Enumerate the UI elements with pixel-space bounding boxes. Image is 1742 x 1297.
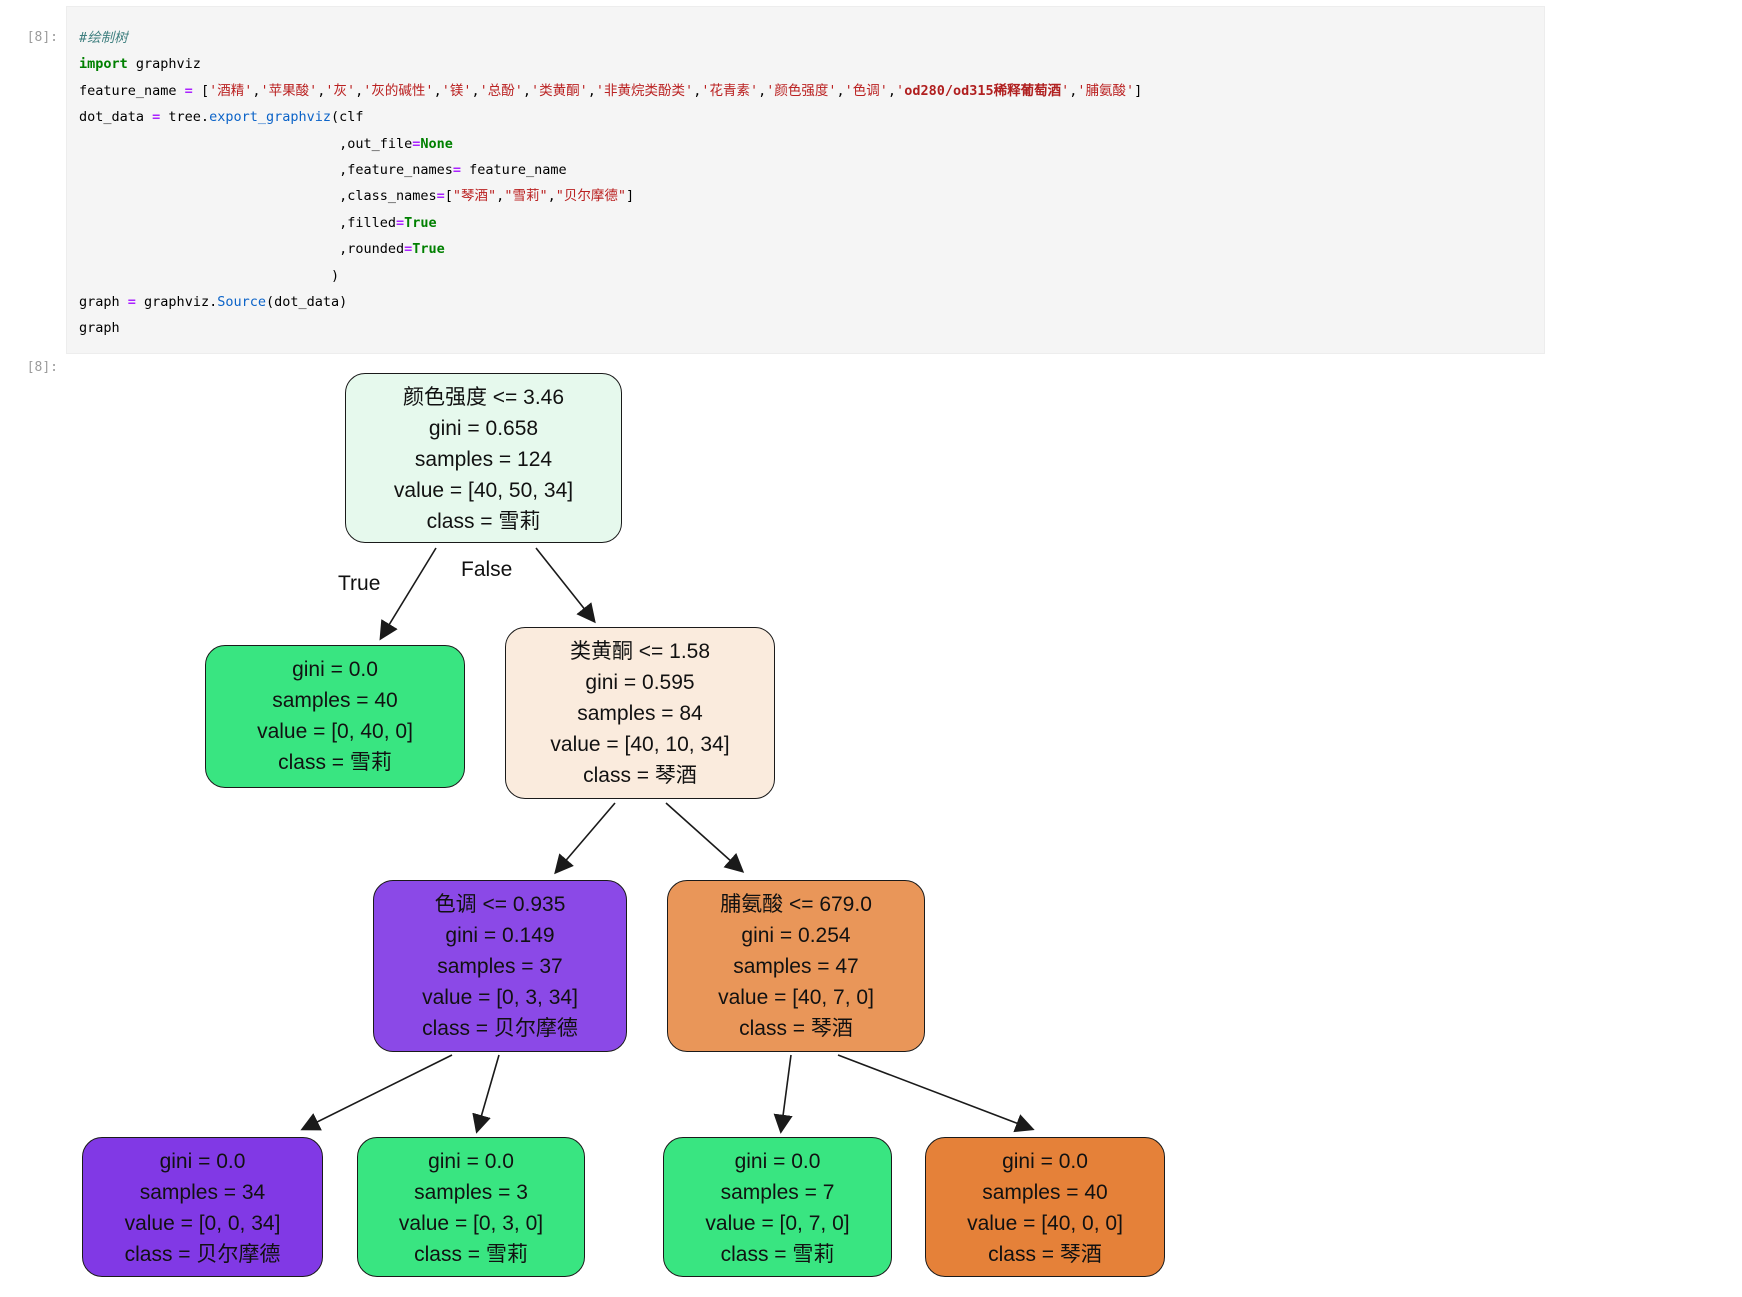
node-class: class = 雪莉 [720,1243,835,1266]
code-line-close-paren: ) [79,267,340,284]
node-samples: samples = 7 [720,1181,835,1204]
code-line-comment: #绘制树 [79,30,128,46]
edge-label-true: True [338,572,381,595]
edge-flav-left [554,802,616,875]
node-condition: 颜色强度 <= 3.46 [402,386,565,409]
code-line-graph: graph [79,320,120,337]
node-gini: gini = 0.254 [741,924,851,947]
edge-root-true [379,547,437,641]
node-class: class = 雪莉 [278,751,392,774]
tree-node-proline: 脯氨酸 <= 679.0 gini = 0.254 samples = 47 v… [667,880,925,1052]
node-samples: samples = 40 [272,689,398,712]
code-line-class-names: ,class_names=["琴酒","雪莉","贝尔摩德"] [79,188,635,205]
node-samples: samples = 124 [414,448,553,471]
node-class: class = 贝尔摩德 [124,1243,281,1266]
node-value: value = [0, 3, 0] [398,1212,544,1235]
input-prompt: [8]: [26,30,58,45]
node-class: class = 雪莉 [426,510,541,533]
tree-node-true-leaf: gini = 0.0 samples = 40 value = [0, 40, … [205,645,465,788]
edge-root-false [535,547,596,624]
edge-hue-right [472,1054,500,1134]
code-editor[interactable]: #绘制树 import graphviz feature_name = ['酒精… [66,6,1545,354]
node-samples: samples = 3 [414,1181,528,1204]
node-gini: gini = 0.149 [445,924,555,947]
tree-leaf-gin: gini = 0.0 samples = 40 value = [40, 0, … [925,1137,1165,1277]
node-value: value = [0, 40, 0] [257,720,413,743]
code-line-feature-names: ,feature_names= feature_name [79,162,567,179]
node-gini: gini = 0.0 [159,1150,246,1173]
node-class: class = 琴酒 [988,1243,1102,1266]
edge-label-false: False [461,558,513,581]
code-line-import: import graphviz [79,56,201,73]
node-samples: samples = 37 [437,955,563,978]
node-gini: gini = 0.0 [292,658,378,681]
tree-node-hue: 色调 <= 0.935 gini = 0.149 samples = 37 va… [373,880,627,1052]
node-gini: gini = 0.658 [428,417,539,440]
code-line-rounded: ,rounded=True [79,241,445,258]
code-line-filled: ,filled=True [79,214,437,231]
node-value: value = [0, 7, 0] [705,1212,850,1235]
edge-proline-right [837,1054,1035,1133]
node-class: class = 雪莉 [414,1243,528,1266]
code-line-graph-source: graph = graphviz.Source(dot_data) [79,294,348,311]
tree-leaf-sherry: gini = 0.0 samples = 7 value = [0, 7, 0]… [663,1137,892,1277]
output-prompt: [8]: [26,360,58,375]
tree-leaf-vermouth: gini = 0.0 samples = 34 value = [0, 0, 3… [82,1137,323,1277]
node-condition: 色调 <= 0.935 [434,893,566,916]
edge-flav-right [665,802,745,873]
node-value: value = [0, 0, 34] [124,1212,281,1235]
node-samples: samples = 40 [982,1181,1108,1204]
node-class: class = 琴酒 [583,764,697,787]
node-condition: 脯氨酸 <= 679.0 [720,893,872,916]
tree-node-flavanoids: 类黄酮 <= 1.58 gini = 0.595 samples = 84 va… [505,627,775,799]
node-samples: samples = 47 [733,955,859,978]
node-value: value = [0, 3, 34] [422,986,578,1009]
node-samples: samples = 34 [139,1181,266,1204]
tree-leaf-sherry-small: gini = 0.0 samples = 3 value = [0, 3, 0]… [357,1137,585,1277]
node-value: value = [40, 50, 34] [393,479,574,502]
tree-node-root: 颜色强度 <= 3.46 gini = 0.658 samples = 124 … [345,373,622,543]
node-value: value = [40, 7, 0] [718,986,874,1009]
node-samples: samples = 84 [577,702,703,725]
node-gini: gini = 0.0 [428,1150,514,1173]
code-line-out-file: ,out_file=None [79,135,453,152]
node-class: class = 琴酒 [739,1017,853,1040]
node-gini: gini = 0.0 [734,1150,821,1173]
code-line-feature-name: feature_name = ['酒精','苹果酸','灰','灰的碱性','镁… [79,82,1143,99]
edge-proline-left [773,1054,793,1134]
node-gini: gini = 0.0 [1002,1150,1088,1173]
node-value: value = [40, 10, 34] [550,733,730,756]
code-line-dot-data: dot_data = tree.export_graphviz(clf [79,109,364,126]
node-gini: gini = 0.595 [585,671,695,694]
node-value: value = [40, 0, 0] [967,1212,1123,1235]
edge-hue-left [300,1054,453,1131]
node-condition: 类黄酮 <= 1.58 [569,640,711,663]
node-class: class = 贝尔摩德 [422,1017,578,1040]
